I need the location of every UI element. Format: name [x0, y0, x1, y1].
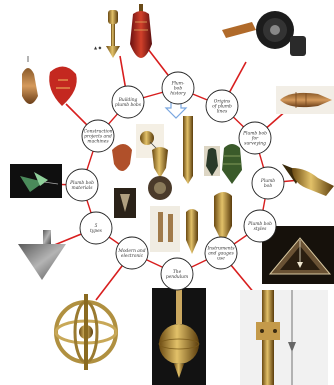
brass-tall-bob-icon — [186, 209, 198, 254]
node-label-line: plumb bobs — [115, 103, 142, 108]
dark-frame-center-icon — [114, 188, 136, 218]
nest-center-icon — [148, 176, 172, 200]
node-circle — [251, 166, 285, 200]
copper-and-red-bobs-icon — [22, 56, 77, 106]
node-label-line: lines — [217, 110, 228, 115]
node-label-line: Plumb bob — [247, 222, 272, 227]
node-circle — [161, 71, 195, 105]
red-plumb-bob-icon — [130, 4, 152, 58]
node-circle — [204, 236, 238, 270]
node-label-line: Construction — [84, 129, 113, 134]
node-circle — [81, 119, 115, 153]
node-label-line: Plumb — [260, 179, 275, 184]
dark-bob-center-icon — [204, 146, 220, 176]
wooden-bobs-center-icon — [150, 206, 180, 252]
brass-plumb-bob-icon: ▲ ◆ — [94, 10, 120, 58]
node-label-line: Plumb bob — [242, 131, 267, 136]
node-label-line: electronic — [121, 254, 144, 259]
node-label-line: machines — [87, 140, 109, 145]
brass-tip-bob-icon — [282, 164, 334, 196]
gold-cone-center-icon — [214, 192, 232, 244]
lead-cone-bob-icon — [18, 230, 66, 280]
node-label-line: Origins — [214, 99, 231, 104]
node-label-line: surveying — [244, 142, 266, 147]
node-label-line: history — [170, 92, 186, 97]
copper-plumb-bob-icon — [276, 86, 334, 114]
node-label-line: 5 — [95, 224, 98, 229]
node-label-line: for — [251, 137, 259, 142]
node-label-line: Plumb bob — [69, 181, 94, 186]
svg-text:▲ ◆: ▲ ◆ — [94, 45, 102, 50]
node-label-line: Modern and — [117, 249, 145, 254]
brass-bob-small-icon — [152, 147, 168, 178]
gyroscope-icon — [54, 294, 118, 370]
node-label-line: Building — [118, 98, 138, 103]
node-label-line: styles — [254, 227, 268, 232]
node-circle — [115, 236, 149, 270]
node-circle — [238, 121, 272, 155]
node-label-line: and gauges — [208, 252, 234, 257]
brass-globe-bob-icon — [152, 288, 206, 385]
node-label-line: pendulum — [166, 275, 188, 280]
node-circle — [243, 209, 277, 243]
node-circle — [160, 257, 194, 291]
node-circle — [111, 85, 145, 119]
node-label-line: materials — [72, 186, 94, 191]
tall-brass-rod-icon — [183, 116, 193, 184]
center-images — [112, 95, 242, 254]
node-label-line: Plum- — [171, 81, 185, 86]
node-label-line: bob — [174, 87, 182, 92]
node-label-line: projects and — [84, 135, 112, 140]
green-bob-center-icon — [222, 144, 242, 184]
node-circle — [65, 168, 99, 202]
brass-rod-instrument-icon — [240, 290, 328, 385]
crystal-pendant-icon — [10, 164, 62, 198]
node-label-line: types — [90, 229, 103, 234]
node-circle — [205, 89, 239, 123]
copper-drop-center-icon — [112, 144, 132, 171]
node-label-line: bob — [264, 184, 272, 189]
node-label-line: The — [173, 270, 182, 275]
node-label-line: Instruments — [206, 246, 235, 251]
brass-bob-center-icon — [136, 124, 164, 158]
triangle-level-icon — [262, 226, 334, 284]
outer-images: ▲ ◆ — [10, 4, 334, 385]
node-circle — [79, 211, 113, 245]
node-label-line: of plumb — [212, 105, 232, 110]
node-label-line: use — [217, 257, 225, 262]
plumb-reel-icon — [222, 11, 306, 56]
